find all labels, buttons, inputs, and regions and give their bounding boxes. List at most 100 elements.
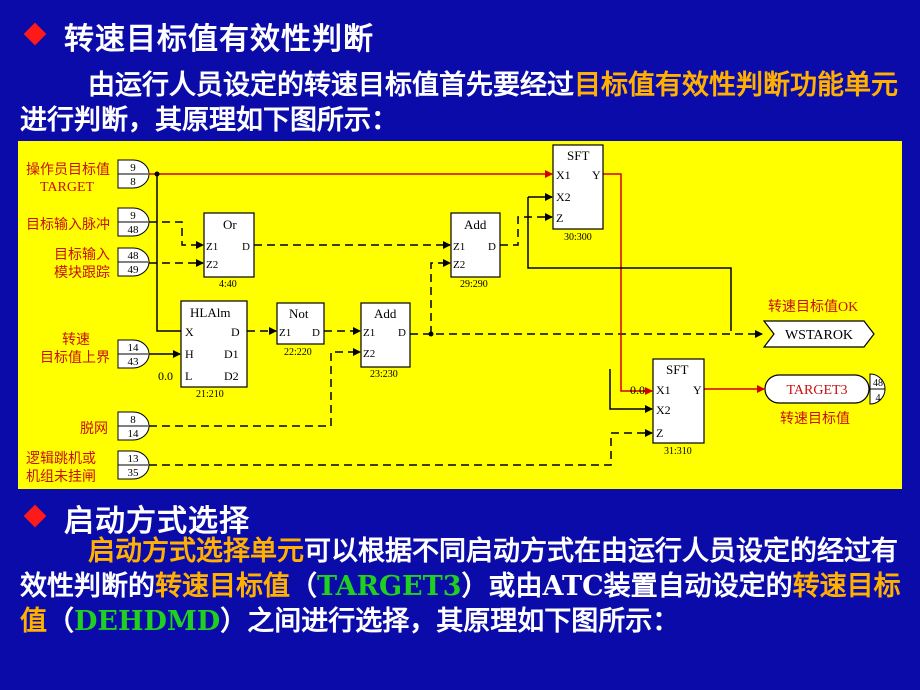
svg-text:L: L	[185, 369, 192, 383]
signal-add1-to-add2	[430, 259, 451, 334]
svg-text:Z2: Z2	[206, 259, 218, 271]
signal-trip	[149, 429, 653, 466]
block-sft-2: SFT X1 X2 Z Y 31:310 0.0	[630, 358, 705, 457]
input-tag-upper-limit: 14 43	[117, 339, 150, 369]
hlalm-const-label: 0.0	[158, 369, 173, 383]
svg-text:D: D	[488, 241, 496, 253]
section-title-start-mode: 启动方式选择	[64, 504, 250, 539]
svg-text:D1: D1	[224, 347, 239, 361]
wstarok-label: 转速目标值OK	[768, 299, 858, 315]
output-wstarok: WSTAROK	[762, 320, 875, 348]
signal-sft1-out	[603, 173, 653, 395]
svg-text:Y: Y	[693, 383, 702, 397]
svg-text:X2: X2	[656, 403, 671, 417]
svg-text:Z2: Z2	[453, 259, 465, 271]
svg-text:23:230: 23:230	[370, 369, 398, 380]
svg-text:Z: Z	[656, 426, 663, 440]
bullet-icon	[23, 22, 47, 46]
svg-text:29:290: 29:290	[460, 279, 488, 290]
p2-text-5: ）之间进行选择，其原理如下图所示：	[220, 606, 680, 637]
block-not: Not Z1 D 22:220	[276, 302, 325, 358]
input-label-offgrid: 脱网	[80, 421, 108, 437]
input-label-target-tag: TARGET	[40, 180, 95, 195]
svg-text:9: 9	[130, 210, 136, 222]
svg-text:48: 48	[873, 378, 883, 389]
svg-text:8: 8	[130, 414, 136, 426]
p2-text-1: 可以根据不同启动方式在由运行人员设定的经过有效性判断的	[20, 536, 898, 602]
p2-text-4: （	[47, 606, 74, 637]
input-label-target-pulse: 目标输入脉冲	[26, 217, 110, 233]
para-tail: 进行判断，其原理如下图所示：	[20, 105, 398, 136]
svg-text:14: 14	[128, 428, 140, 440]
input-tag-target: 9 8	[117, 159, 150, 189]
svg-text:Z: Z	[556, 211, 563, 225]
p2-hl-1: 启动方式选择单元	[88, 536, 304, 567]
p2-hl-3: 转速目标值	[20, 571, 901, 637]
svg-text:22:220: 22:220	[284, 347, 312, 358]
input-label-unlatched: 机组未挂闸	[26, 469, 96, 485]
svg-text:4:40: 4:40	[219, 279, 237, 290]
svg-text:30:300: 30:300	[564, 232, 592, 243]
signal-feedback	[527, 203, 732, 331]
svg-text:48: 48	[128, 224, 140, 236]
block-hlalm: HLAlm X H L D D1 D2 21:210 0.0	[158, 300, 248, 400]
input-label-trip: 逻辑跳机或	[26, 451, 96, 467]
svg-text:49: 49	[128, 264, 140, 276]
svg-text:D: D	[398, 327, 406, 339]
para-highlight: 目标值有效性判断功能单元	[574, 70, 898, 101]
logic-diagram-panel: 操作员目标值 TARGET 目标输入脉冲 目标输入 模块跟踪 转速 目标值上界 …	[18, 141, 902, 489]
input-label-upper-limit: 目标值上界	[40, 350, 110, 366]
block-add-2: Add Z1 Z2 D 29:290	[450, 212, 501, 290]
svg-text:Add: Add	[464, 217, 487, 232]
svg-text:D2: D2	[224, 369, 239, 383]
svg-text:8: 8	[130, 176, 136, 188]
p2-text-3: ）或由ATC装置自动设定的	[461, 571, 793, 602]
block-sft-1: SFT X1 X2 Z Y 30:300	[552, 144, 604, 243]
input-tag-trip: 13 35	[117, 450, 150, 480]
svg-text:35: 35	[128, 467, 140, 479]
svg-text:Y: Y	[592, 168, 601, 182]
p2-hl-2: 转速目标值	[155, 571, 290, 602]
svg-text:Z1: Z1	[363, 327, 375, 339]
logic-diagram: 操作员目标值 TARGET 目标输入脉冲 目标输入 模块跟踪 转速 目标值上界 …	[26, 144, 886, 485]
svg-text:D: D	[312, 327, 320, 339]
svg-text:43: 43	[128, 356, 140, 368]
target3-label: 转速目标值	[780, 411, 850, 427]
svg-text:Or: Or	[223, 217, 237, 232]
svg-text:X2: X2	[556, 190, 571, 204]
para-lead: 由运行人员设定的转速目标值首先要经过	[88, 70, 574, 101]
sft2-const-label: 0.0	[630, 383, 645, 397]
svg-text:Z1: Z1	[453, 241, 465, 253]
svg-text:4: 4	[876, 393, 881, 404]
signal-sft2-x2	[609, 369, 653, 413]
svg-text:X1: X1	[556, 168, 571, 182]
section2-paragraph: 启动方式选择单元可以根据不同启动方式在由运行人员设定的经过有效性判断的转速目标值…	[20, 534, 905, 639]
output-target3: TARGET3 48 4	[764, 373, 886, 405]
svg-text:48: 48	[128, 250, 140, 262]
section-title-target-validity: 转速目标值有效性判断	[64, 22, 374, 57]
svg-text:WSTAROK: WSTAROK	[785, 328, 853, 343]
input-label-speed: 转速	[62, 332, 90, 348]
signal-pulse	[149, 221, 204, 249]
input-label-target-input: 目标输入	[54, 247, 110, 263]
svg-text:HLAlm: HLAlm	[190, 305, 230, 320]
svg-text:Z1: Z1	[279, 327, 291, 339]
input-tag-offgrid: 8 14	[117, 411, 150, 441]
svg-text:31:310: 31:310	[664, 446, 692, 457]
svg-text:TARGET3: TARGET3	[786, 383, 847, 398]
svg-text:Z1: Z1	[206, 241, 218, 253]
block-add-1: Add Z1 Z2 D 23:230	[360, 302, 411, 380]
svg-text:SFT: SFT	[666, 362, 688, 377]
signal-offgrid	[149, 348, 361, 427]
svg-text:SFT: SFT	[567, 148, 589, 163]
svg-text:Z2: Z2	[363, 348, 375, 360]
svg-text:14: 14	[128, 342, 140, 354]
svg-text:13: 13	[128, 453, 140, 465]
svg-text:X1: X1	[656, 383, 671, 397]
block-or: Or Z1 Z2 D 4:40	[203, 212, 255, 290]
input-tag-pulse: 9 48	[117, 207, 150, 237]
svg-text:Add: Add	[374, 306, 397, 321]
input-tag-track: 48 49	[117, 247, 150, 277]
input-label-operator-target: 操作员目标值	[26, 162, 110, 178]
p2-green-2: DEHDMD	[74, 606, 221, 637]
